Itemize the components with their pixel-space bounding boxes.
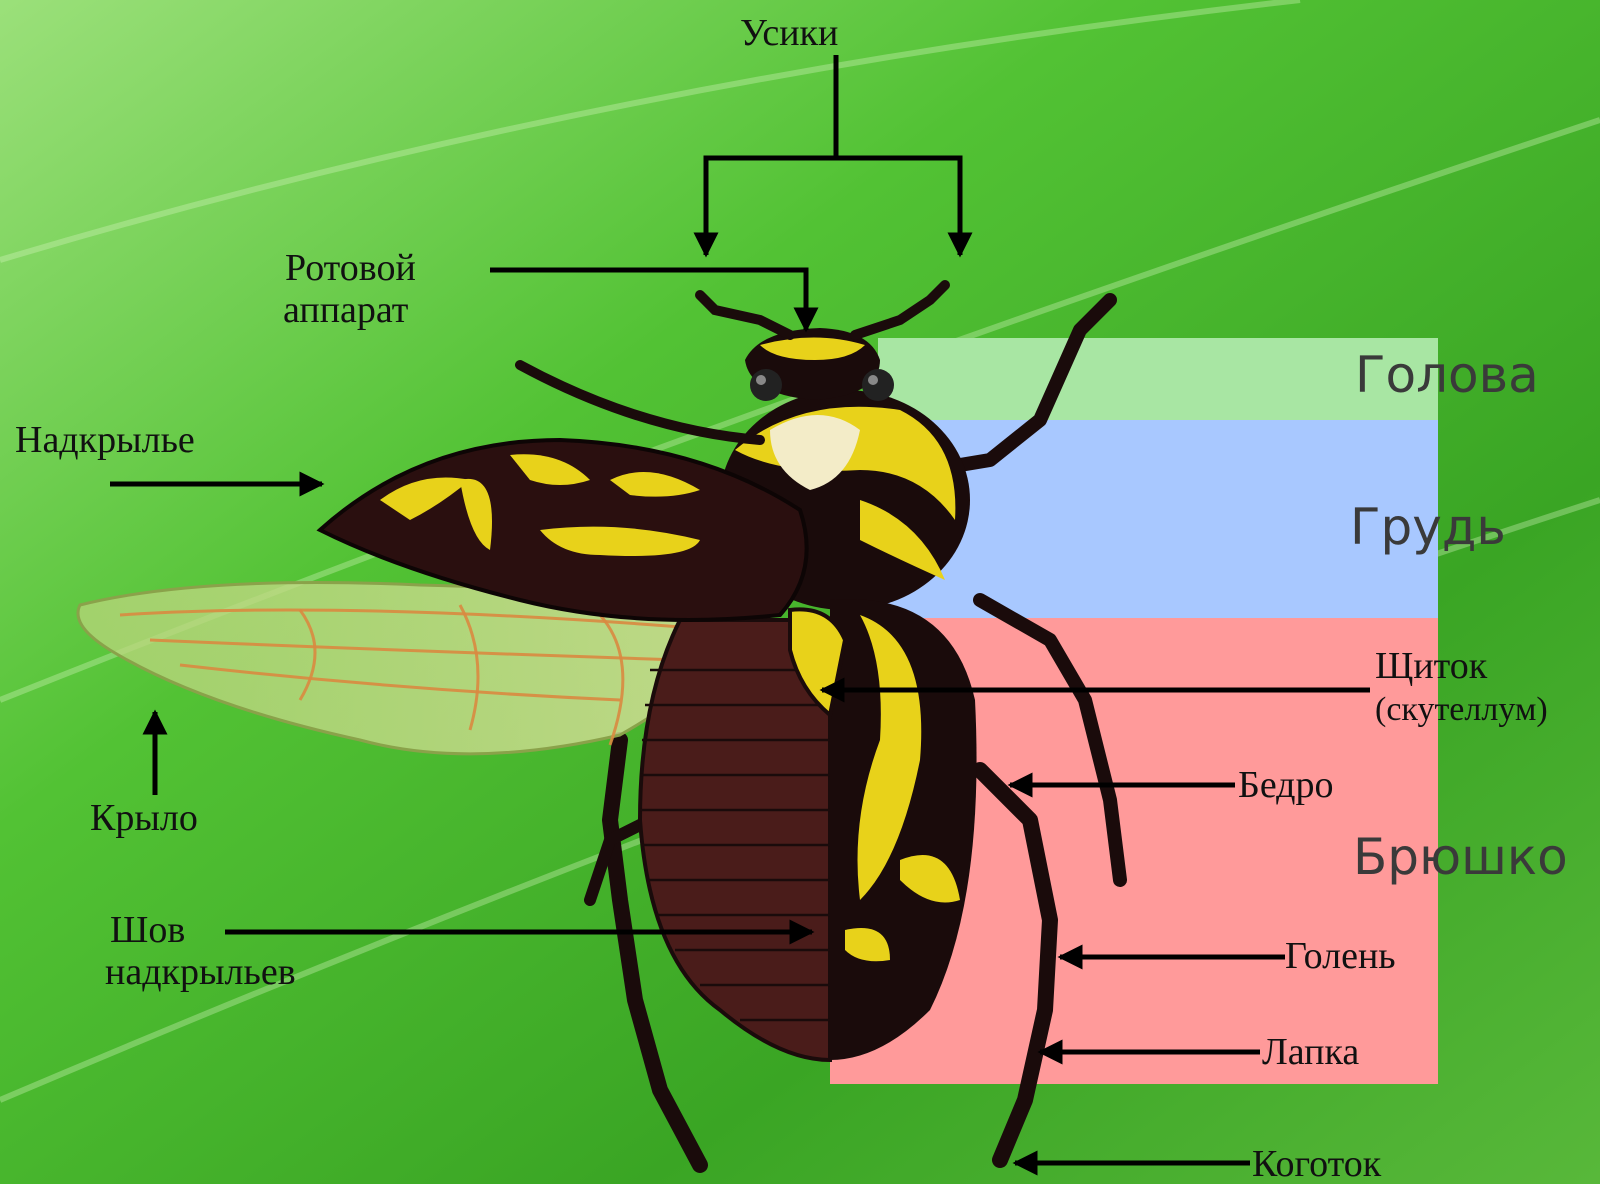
label-tibia: Голень: [1285, 935, 1396, 977]
label-mouthparts-line1: Ротовой: [285, 247, 416, 289]
left-eye: [750, 369, 782, 401]
region-head-band: [878, 338, 1438, 420]
label-scutellum-line2: (скутеллум): [1375, 691, 1548, 728]
label-femur: Бедро: [1238, 764, 1334, 806]
label-scutellum-line1: Щиток: [1375, 645, 1488, 687]
region-head-label: Голова: [1355, 346, 1539, 404]
right-eye: [862, 369, 894, 401]
label-claw: Коготок: [1252, 1143, 1382, 1184]
label-tarsus: Лапка: [1262, 1031, 1359, 1073]
label-suture-line1: Шов: [110, 909, 185, 951]
region-thorax-label: Грудь: [1350, 498, 1506, 556]
label-elytron: Надкрылье: [15, 419, 195, 461]
label-antennae: Усики: [740, 12, 838, 54]
region-abdomen-label: Брюшко: [1353, 828, 1568, 886]
label-wing: Крыло: [90, 797, 198, 839]
label-suture-line2: надкрыльев: [105, 951, 296, 993]
label-mouthparts-line2: аппарат: [283, 289, 409, 331]
